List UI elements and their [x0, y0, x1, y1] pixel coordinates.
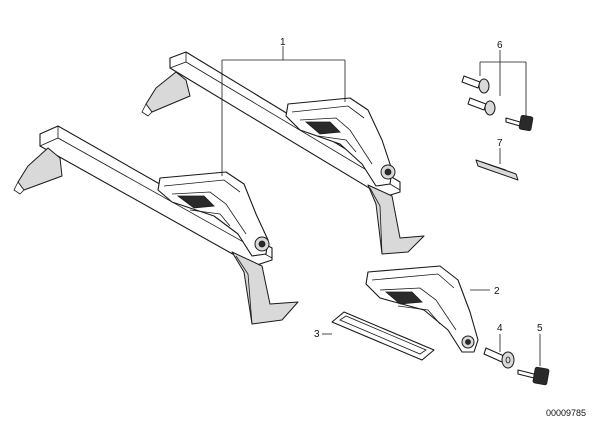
holder-front [157, 171, 270, 257]
callout-1: 1 [280, 37, 286, 48]
tool-part-7 [475, 148, 519, 181]
holder-rear [285, 97, 396, 187]
key-part-5 [517, 334, 550, 386]
front-roof-bar [13, 125, 299, 325]
callout-3: 3 [314, 329, 320, 340]
lock-cylinder-part-4 [483, 334, 515, 369]
callout-1-leader [221, 46, 346, 176]
callout-6: 6 [497, 40, 503, 51]
rear-roof-bar [141, 51, 425, 255]
strap-part-3 [322, 311, 435, 361]
callout-2: 2 [494, 286, 500, 297]
callout-7: 7 [497, 138, 503, 149]
single-holder-part-2 [365, 265, 490, 353]
document-number: 00009785 [545, 408, 586, 418]
lock-set-part-6 [461, 50, 534, 132]
callout-4: 4 [497, 323, 503, 334]
callout-5: 5 [537, 323, 543, 334]
